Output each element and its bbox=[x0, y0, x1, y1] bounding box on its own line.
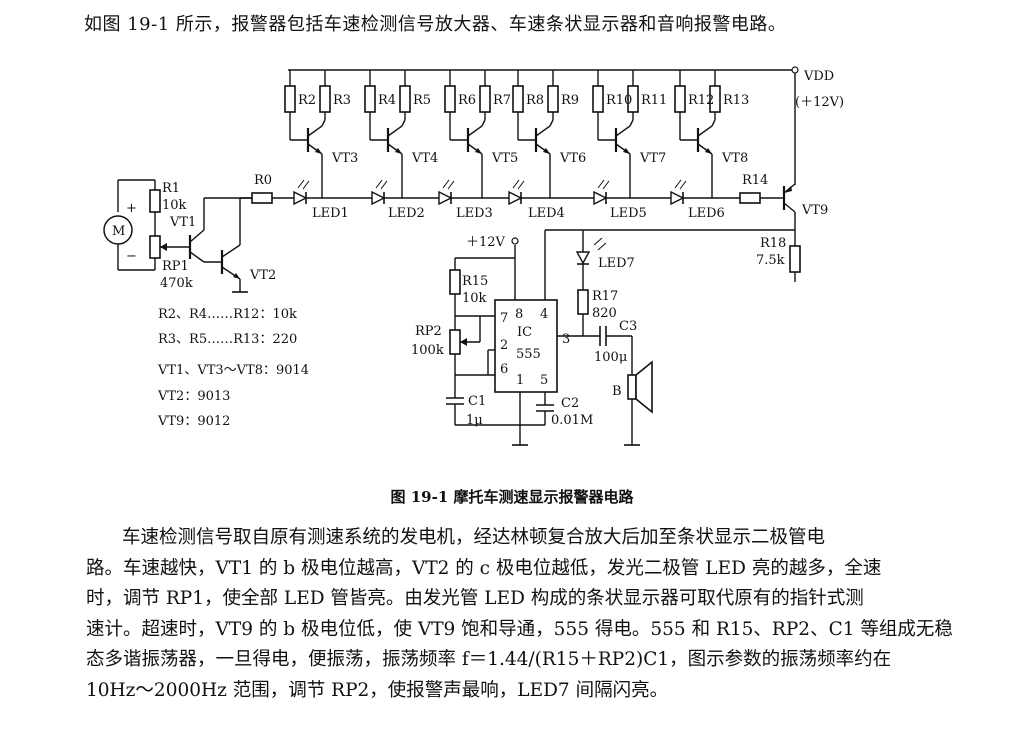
parts-list: R2、R4……R12：10k R3、R5……R13：220 VT1、VT3～VT… bbox=[157, 307, 309, 429]
led7-symbol bbox=[575, 251, 591, 265]
resistor-r15 bbox=[449, 269, 461, 295]
label-c2: C2 bbox=[561, 396, 579, 411]
label-vt8: VT8 bbox=[721, 151, 748, 166]
figure-caption: 图 19-1 摩托车测速显示报警器电路 bbox=[390, 488, 634, 506]
pin-5: 5 bbox=[540, 373, 548, 388]
label-r14: R14 bbox=[742, 173, 768, 188]
resistor-r3-symbol bbox=[319, 85, 331, 113]
label-r10: R10 bbox=[606, 93, 632, 108]
parts-line-1: R2、R4……R12：10k bbox=[158, 307, 297, 322]
label-c3: C3 bbox=[619, 319, 637, 334]
label-vt6: VT6 bbox=[559, 151, 586, 166]
label-r2: R2 bbox=[298, 93, 316, 108]
speaker-symbol bbox=[627, 374, 637, 400]
label-r18: R18 bbox=[760, 236, 786, 251]
parts-line-2: R3、R5……R13：220 bbox=[158, 332, 297, 347]
body-line-1: 车速检测信号取自原有测速系统的发电机，经达林顿复合放大后加至条状显示二极管电 bbox=[122, 527, 826, 548]
label-r12: R12 bbox=[688, 93, 714, 108]
led-chain bbox=[293, 179, 687, 205]
label-rp2-value: 100k bbox=[411, 343, 444, 358]
driver-stage bbox=[284, 70, 721, 198]
label-r15: R15 bbox=[462, 274, 488, 289]
label-motor: M bbox=[112, 224, 125, 239]
pin-1: 1 bbox=[516, 373, 524, 388]
potentiometer-rp1 bbox=[149, 235, 161, 259]
label-r17-value: 820 bbox=[592, 306, 617, 321]
label-r18-value: 7.5k bbox=[756, 253, 785, 268]
generator-motor bbox=[103, 179, 155, 271]
resistor-r17 bbox=[577, 289, 589, 315]
label-r11: R11 bbox=[641, 93, 667, 108]
label-r6: R6 bbox=[458, 93, 476, 108]
label-r1: R1 bbox=[162, 181, 180, 196]
label-led5: LED5 bbox=[610, 206, 647, 221]
label-c2-value: 0.01M bbox=[551, 413, 593, 428]
label-vt2: VT2 bbox=[249, 268, 276, 283]
label-led4: LED4 bbox=[528, 206, 565, 221]
label-r17: R17 bbox=[592, 289, 618, 304]
label-c3-value: 100μ bbox=[594, 350, 627, 365]
label-c1-value: 1μ bbox=[466, 413, 483, 428]
parts-line-4: VT2：9013 bbox=[157, 389, 230, 404]
label-led7: LED7 bbox=[598, 256, 635, 271]
label-vt3: VT3 bbox=[331, 151, 358, 166]
label-vt7: VT7 bbox=[639, 151, 666, 166]
label-r3: R3 bbox=[333, 93, 351, 108]
label-led3: LED3 bbox=[456, 206, 493, 221]
label-rp1: RP1 bbox=[162, 259, 189, 274]
label-motor-plus: + bbox=[126, 201, 137, 216]
label-vt1: VT1 bbox=[169, 215, 196, 230]
label-rp1-value: 470k bbox=[160, 276, 193, 291]
label-r9: R9 bbox=[561, 93, 579, 108]
label-ic-part: 555 bbox=[516, 347, 541, 362]
parts-line-3: VT1、VT3～VT8：9014 bbox=[157, 363, 309, 378]
label-r0: R0 bbox=[254, 173, 272, 188]
pin-2: 2 bbox=[500, 338, 508, 353]
pin-7: 7 bbox=[500, 311, 508, 326]
label-led2: LED2 bbox=[388, 206, 425, 221]
pin-4: 4 bbox=[540, 307, 548, 322]
label-r7: R7 bbox=[493, 93, 511, 108]
potentiometer-rp2 bbox=[449, 329, 461, 355]
label-plus12v: ＋12V bbox=[466, 235, 506, 250]
body-paragraph: 车速检测信号取自原有测速系统的发电机，经达林顿复合放大后加至条状显示二极管电 路… bbox=[86, 523, 953, 706]
parts-line-5: VT9：9012 bbox=[157, 414, 230, 429]
resistor-r1 bbox=[149, 189, 161, 213]
resistor-r14 bbox=[739, 192, 761, 204]
body-line-6: 10Hz～2000Hz 范围，调节 RP2，使报警声最响，LED7 间隔闪亮。 bbox=[86, 679, 669, 701]
intro-text: 如图 19-1 所示，报警器包括车速检测信号放大器、车速条状显示器和音响报警电路… bbox=[84, 14, 787, 35]
label-r13: R13 bbox=[723, 93, 749, 108]
body-line-5: 态多谐振荡器，一旦得电，便振荡，振荡频率 f＝1.44/(R15＋RP2)C1，… bbox=[86, 649, 892, 670]
label-vt9: VT9 bbox=[801, 203, 828, 218]
label-r5: R5 bbox=[413, 93, 431, 108]
resistor-r0 bbox=[251, 192, 273, 204]
label-r15-value: 10k bbox=[462, 291, 487, 306]
oscillator-555 bbox=[446, 229, 795, 446]
label-rp2: RP2 bbox=[415, 324, 442, 339]
ic-555-body bbox=[494, 299, 558, 393]
label-c1: C1 bbox=[468, 394, 486, 409]
label-led1: LED1 bbox=[312, 206, 349, 221]
label-ic: IC bbox=[517, 325, 532, 340]
label-r1-value: 10k bbox=[162, 198, 187, 213]
body-line-3: 时，调节 RP1，使全部 LED 管皆亮。由发光管 LED 构成的条状显示器可取… bbox=[86, 588, 864, 609]
label-vdd-value: (＋12V) bbox=[795, 95, 844, 110]
label-vdd: VDD bbox=[803, 69, 834, 84]
resistor-r2-symbol bbox=[284, 85, 296, 113]
pin-6: 6 bbox=[500, 362, 508, 377]
label-motor-minus: − bbox=[126, 249, 137, 264]
pin-3: 3 bbox=[562, 332, 570, 347]
label-r8: R8 bbox=[526, 93, 544, 108]
pin-8: 8 bbox=[515, 307, 523, 322]
label-vt4: VT4 bbox=[411, 151, 438, 166]
body-line-2: 路。车速越快，VT1 的 b 极电位越高，VT2 的 c 极电位越低，发光二极管… bbox=[86, 557, 882, 579]
resistor-r18 bbox=[789, 245, 801, 273]
label-vt5: VT5 bbox=[491, 151, 518, 166]
darlington-vt1-vt2 bbox=[188, 197, 252, 293]
body-line-4: 速计。超速时，VT9 的 b 极电位低，使 VT9 饱和导通，555 得电。55… bbox=[86, 618, 953, 640]
label-led6: LED6 bbox=[688, 206, 725, 221]
label-speaker: B bbox=[612, 384, 622, 399]
label-r4: R4 bbox=[378, 93, 396, 108]
